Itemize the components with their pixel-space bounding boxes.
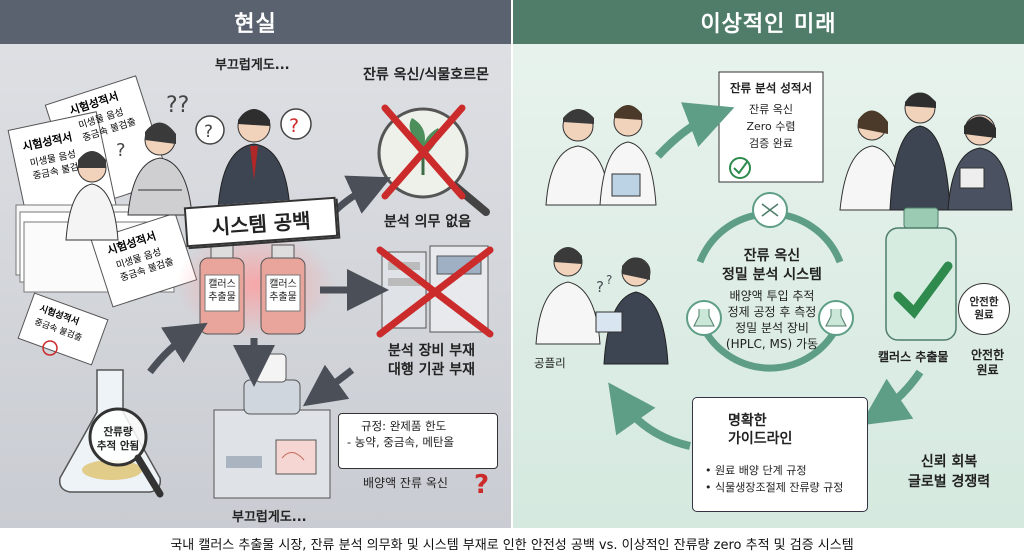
panel-divider: [511, 0, 513, 528]
no-equipment-label: 분석 장비 부재 대행 기관 부재: [388, 343, 476, 378]
guideline-box: [692, 397, 868, 512]
culture-flask: [58, 369, 164, 498]
callus-extract-bottle-2: [260, 244, 306, 335]
question-mark-icon: ?: [606, 273, 612, 287]
system-title-2: 정밀 분석 시스템: [722, 267, 822, 283]
guideline-items: • 원료 배양 단계 규정 • 식물생장조절제 잔류량 규정: [705, 462, 843, 496]
arrow-from-equipment: [302, 364, 355, 407]
report-line-1: 잔류 옥신: [749, 103, 793, 116]
arrow-to-report: [655, 102, 735, 159]
business-team: [839, 92, 1013, 211]
system-line-3: 정밀 분석 장비: [735, 321, 809, 335]
scientist-figure: [65, 151, 119, 241]
regulation-title: 규정: 완제품 한도: [361, 419, 447, 433]
safe-bottle-label: 캘러스 추출물: [878, 350, 949, 364]
system-line-4: (HPLC, MS) 가동: [725, 337, 819, 351]
analysis-equipment: [376, 245, 494, 338]
arrow-to-guideline: [860, 369, 924, 426]
scientist-team: [545, 105, 657, 206]
supplier-label: 공플리: [534, 356, 566, 370]
supplier-figures: [535, 247, 669, 365]
callus-extract-bottle-1: [199, 244, 245, 335]
illustration-layer: 시험성적서 미생물 음성 중금속 불검출 시험성적서 미생물 음성 중금속 불검…: [7, 71, 1013, 500]
bottle-label-1: 캘러스 추출물: [208, 279, 236, 303]
executive-figure: [217, 109, 291, 211]
bottle-label-2: 캘러스 추출물: [269, 279, 297, 303]
no-obligation-label: 분석 의무 없음: [384, 214, 472, 230]
manager-figure: [127, 122, 193, 216]
safe-material-badge: 안전한 원료: [958, 283, 1010, 335]
auxin-residue-label: 배양액 잔류 옥신: [363, 476, 448, 490]
guideline-item-1: • 원료 배양 단계 규정: [705, 464, 807, 477]
extraction-device: [213, 353, 331, 499]
question-mark-icon: ?: [596, 278, 604, 296]
system-line-2: 정제 공정 후 측정: [727, 305, 817, 319]
report-line-2: Zero 수렴: [746, 120, 796, 133]
guideline-item-2: • 식물생장조절제 잔류량 규정: [705, 481, 844, 494]
analysis-system-text: 잔류 옥신 정밀 분석 시스템 배양액 투입 추적 정제 공정 후 측정 정밀 …: [672, 247, 872, 352]
question-mark-icon: ?: [116, 140, 126, 161]
residual-auxin-title: 잔류 옥신/식물호르몬: [363, 67, 489, 83]
ideal-future-header: 이상적인 미래: [513, 0, 1024, 44]
figure-caption: 국내 캘러스 추출물 시장, 잔류 분석 의무화 및 시스템 부재로 인한 안전…: [170, 538, 854, 553]
regulation-line: - 농약, 중금속, 메탄올: [347, 435, 455, 449]
trust-label: 신뢰 회복 글로벌 경쟁력: [908, 454, 991, 490]
question-mark-icon: ?: [204, 122, 213, 142]
plant-hormone-magnifier: [377, 104, 490, 216]
question-mark-icon: ?: [289, 115, 299, 137]
guideline-title: 명확한 가이드라인: [728, 413, 793, 447]
bottom-caption-bar: 국내 캘러스 추출물 시장, 잔류 분석 의무화 및 시스템 부재로 인한 안전…: [0, 528, 1024, 559]
check-icon: [893, 261, 953, 319]
safe-callus-bottle: [885, 207, 957, 341]
question-mark-icon: ?: [474, 470, 489, 500]
system-title-1: 잔류 옥신: [743, 248, 801, 264]
safe-material-label: 안전한 원료: [971, 348, 1005, 377]
reality-header: 현실: [0, 0, 511, 44]
flask-label: 잔류량 추적 안됨: [96, 426, 140, 452]
bottom-caption: 부끄럽게도...: [232, 510, 307, 525]
regulation-box: 규정: 완제품 한도 - 농약, 중금속, 메탄올: [338, 413, 498, 469]
arrow-from-flask: [147, 322, 208, 375]
arrow-to-supplier: [608, 382, 691, 450]
system-line-1: 배양액 투입 추적: [729, 289, 815, 303]
report-line-3: 검증 완료: [749, 137, 793, 150]
top-caption: 부끄럽게도...: [215, 58, 290, 73]
question-mark-icon: ??: [166, 93, 189, 118]
check-icon: [733, 161, 748, 175]
arrow-to-no-obligation: [331, 175, 392, 215]
analysis-cycle-arc-bottom: [696, 318, 844, 372]
report-text: 잔류 분석 성적서 잔류 옥신 Zero 수렴 검증 완료: [719, 80, 823, 152]
report-title: 잔류 분석 성적서: [729, 81, 813, 95]
